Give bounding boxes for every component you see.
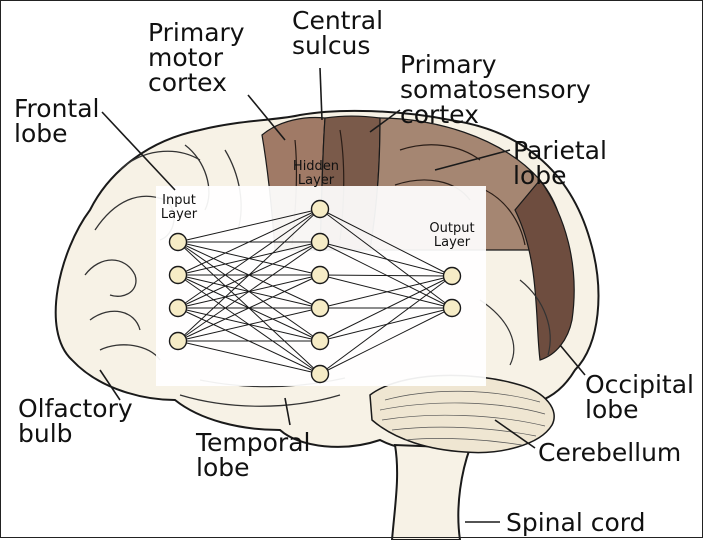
figure-border xyxy=(0,0,703,538)
brain-diagram: Primary motor cortex Central sulcus Prim… xyxy=(0,0,705,540)
